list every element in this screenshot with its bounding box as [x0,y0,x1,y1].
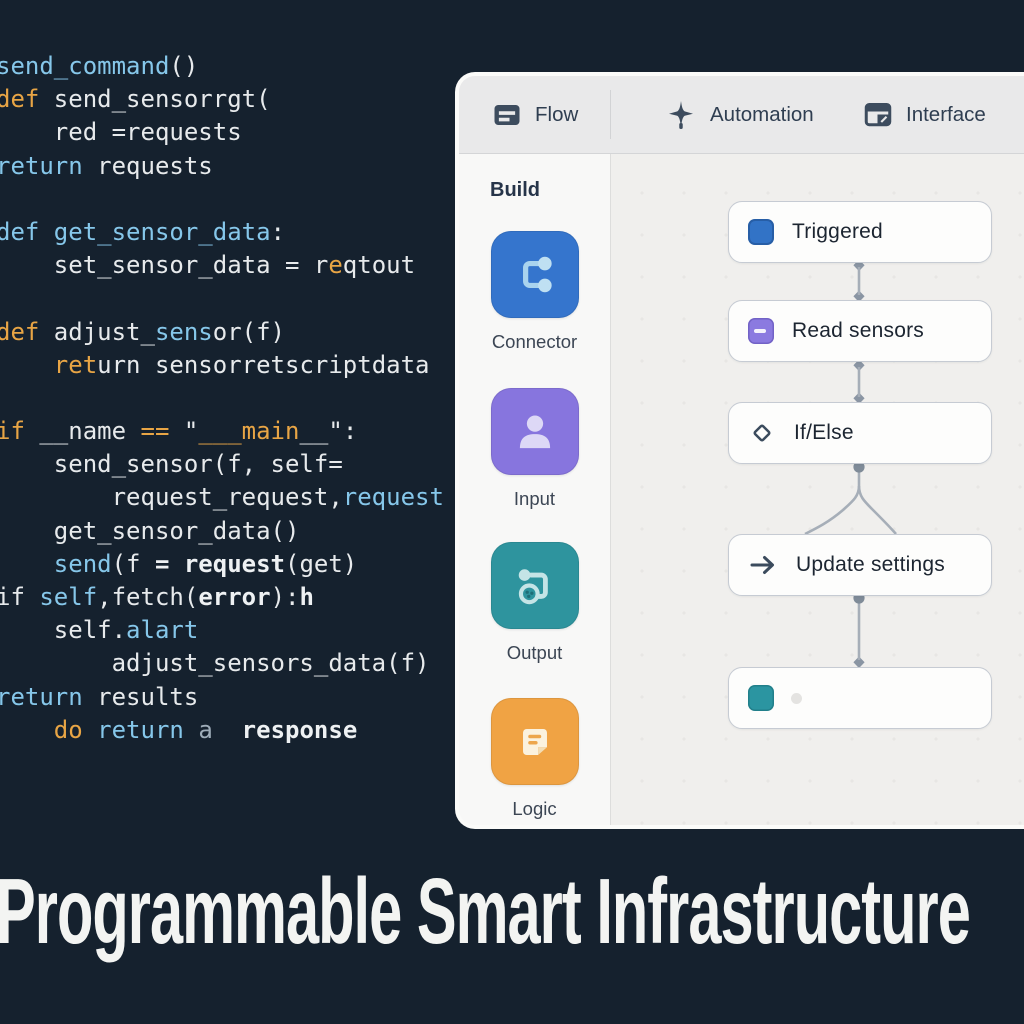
tab-bar: Flow Automation Interface [459,76,1024,154]
tab-interface[interactable]: Interface [863,76,986,153]
node-triggered-label: Triggered [792,220,883,243]
page-title: Programmable Smart Infrastructure [0,859,971,963]
tab-flow-label: Flow [535,102,579,126]
node-update-settings-label: Update settings [796,553,945,576]
automation-icon [665,99,697,131]
build-sidebar: Build Connector [459,154,611,825]
output-label: Output [506,642,563,663]
connector-tile[interactable] [490,231,579,318]
interface-icon [863,100,893,130]
sidebar-item-connector[interactable]: Connector [459,231,610,353]
branch-icon [510,250,560,300]
sidebar-item-input[interactable]: Input [459,388,610,510]
loop-path-icon [510,561,560,611]
note-icon [510,717,560,767]
tab-automation[interactable]: Automation [665,76,814,153]
flow-canvas[interactable]: Triggered Read sensors If/Else Update se… [611,154,1024,825]
node-empty[interactable] [728,667,992,729]
flow-icon [492,100,522,130]
trigger-square-icon [748,219,774,245]
logic-tile[interactable] [490,698,579,785]
diamond-icon [748,419,776,447]
connector-label: Connector [491,331,578,352]
flow-builder-panel: Flow Automation Interface [455,72,1024,829]
placeholder-dot [791,692,802,704]
node-if-else-label: If/Else [794,421,854,444]
tab-interface-label: Interface [906,102,986,126]
output-tile[interactable] [490,542,579,629]
logic-label: Logic [512,798,557,819]
tab-divider [610,90,611,139]
minus-square-icon [748,318,774,344]
node-triggered[interactable]: Triggered [728,201,992,263]
input-tile[interactable] [490,388,579,475]
code-block: send_command()def send_sensorrgt( red =r… [0,52,444,744]
input-label: Input [513,488,556,509]
node-update-settings[interactable]: Update settings [728,534,992,596]
node-if-else[interactable]: If/Else [728,402,992,464]
arrow-right-icon [748,552,778,578]
node-read-sensors[interactable]: Read sensors [728,300,992,362]
person-icon [510,407,560,457]
tab-automation-label: Automation [710,102,814,126]
sidebar-heading: Build [490,179,540,201]
teal-square-icon [748,685,774,711]
flow-connectors [804,259,897,669]
sidebar-item-logic[interactable]: Logic [459,698,610,820]
sidebar-item-output[interactable]: Output [459,542,610,664]
node-read-sensors-label: Read sensors [792,319,924,342]
tab-flow[interactable]: Flow [492,76,578,153]
